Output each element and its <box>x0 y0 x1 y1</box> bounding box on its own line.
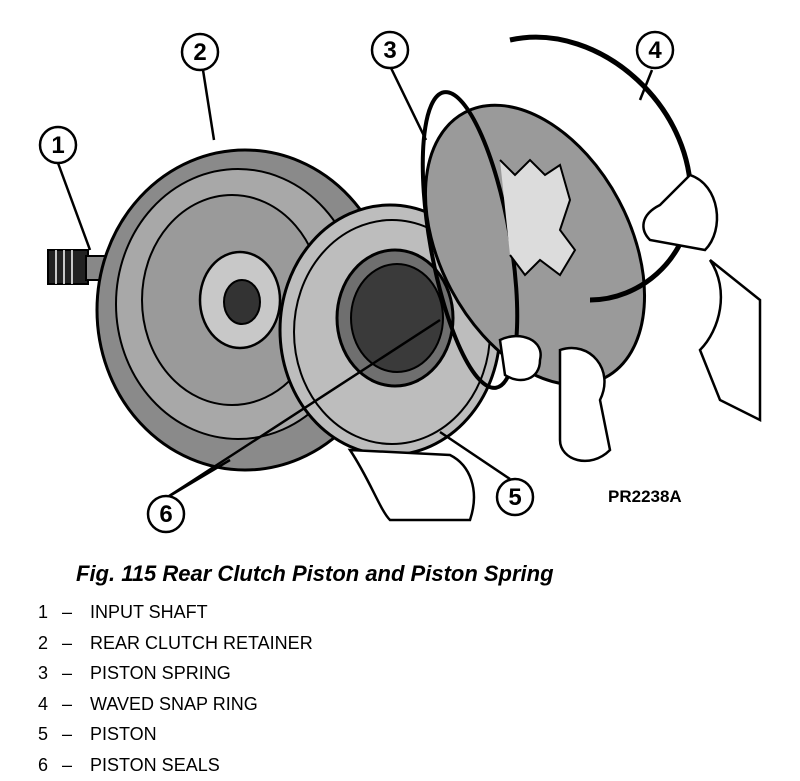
svg-text:6: 6 <box>159 501 172 528</box>
callout-6: 6 <box>146 494 186 534</box>
legend-item: 1–INPUT SHAFT <box>38 597 313 628</box>
legend-label: PISTON SEALS <box>90 754 220 775</box>
legend-item: 6–PISTON SEALS <box>38 750 313 781</box>
legend-label: REAR CLUTCH RETAINER <box>90 632 313 653</box>
legend-number: 2 <box>38 632 49 653</box>
callout-4: 4 <box>635 30 675 70</box>
callout-2: 2 <box>180 32 220 72</box>
figure-caption: Fig. 115 Rear Clutch Piston and Piston S… <box>76 561 554 586</box>
legend-number: 4 <box>38 693 49 714</box>
legend-number: 1 <box>38 602 49 622</box>
svg-text:1: 1 <box>51 132 64 159</box>
svg-text:3: 3 <box>383 37 396 64</box>
svg-text:2: 2 <box>193 39 206 66</box>
exploded-parts-illustration: 1 2 3 4 5 6 PR2238A <box>38 30 762 534</box>
legend-item: 3–PISTON SPRING <box>38 658 313 689</box>
legend-dash: – <box>62 632 73 653</box>
legend-label: PISTON SPRING <box>90 663 231 684</box>
legend-dash: – <box>62 602 73 622</box>
legend-number: 6 <box>38 754 49 775</box>
figure-code: PR2238A <box>608 487 682 506</box>
piston-spring-drawing <box>420 90 647 390</box>
legend-dash: – <box>62 693 73 714</box>
legend-number: 3 <box>38 663 49 684</box>
legend-dash: – <box>62 724 73 745</box>
legend-item: 5–PISTON <box>38 719 313 750</box>
callout-3: 3 <box>370 30 410 70</box>
legend-item: 2–REAR CLUTCH RETAINER <box>38 628 313 659</box>
svg-text:5: 5 <box>508 484 521 511</box>
hands-drawing <box>347 173 762 522</box>
legend-number: 5 <box>38 724 49 745</box>
legend-dash: – <box>62 754 73 775</box>
legend-label: WAVED SNAP RING <box>90 693 258 714</box>
callout-leaders <box>56 67 654 500</box>
legend-item: 4–WAVED SNAP RING <box>38 689 313 720</box>
callout-1: 1 <box>38 125 78 165</box>
parts-legend: 1–INPUT SHAFT 2–REAR CLUTCH RETAINER 3–P… <box>38 597 313 781</box>
legend-dash: – <box>62 663 73 684</box>
callout-5: 5 <box>495 477 535 517</box>
legend-label: INPUT SHAFT <box>90 602 208 622</box>
svg-text:4: 4 <box>648 37 662 64</box>
legend-label: PISTON <box>90 724 157 745</box>
